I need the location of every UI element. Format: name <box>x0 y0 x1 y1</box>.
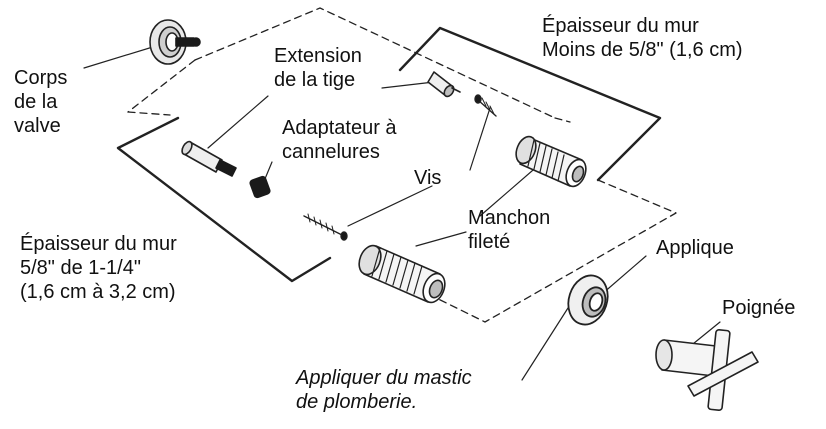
label-wall-thick-line1: Épaisseur du mur <box>20 233 177 255</box>
dashed-wall-outline-upper <box>127 7 556 119</box>
label-screw: Vis <box>414 166 441 190</box>
label-valve-body-line3: valve <box>14 115 61 137</box>
threaded-sleeve-lower-part <box>358 244 446 304</box>
threaded-sleeve-upper-part <box>515 135 587 188</box>
label-stem-extension-line2: de la tige <box>274 69 356 91</box>
screw-upper-part <box>474 94 497 117</box>
stem-extension-part <box>427 71 461 98</box>
label-valve-body-line2: de la <box>14 91 58 113</box>
label-wall-thick-line3: (1,6 cm à 3,2 cm) <box>20 281 176 303</box>
label-spline-adapter-line2: cannelures <box>282 141 380 163</box>
label-threaded-sleeve-line2: fileté <box>468 231 511 253</box>
label-wall-thin: Épaisseur du mur Moins de 5/8" (1,6 cm) <box>542 14 743 62</box>
label-threaded-sleeve-line1: Manchon <box>468 207 551 229</box>
label-wall-thick: Épaisseur du mur 5/8" de 1-1/4" (1,6 cm … <box>20 232 177 304</box>
label-plumber-putty-line2: de plomberie. <box>296 391 418 413</box>
label-escutcheon-text: Applique <box>656 237 734 259</box>
label-wall-thin-line2: Moins de 5/8" (1,6 cm) <box>542 39 743 61</box>
stem-part <box>181 140 237 177</box>
label-threaded-sleeve: Manchon fileté <box>468 206 550 254</box>
label-handle: Poignée <box>722 296 795 320</box>
label-escutcheon: Applique <box>656 236 734 260</box>
wall-plane-thin <box>398 26 662 182</box>
label-screw-text: Vis <box>414 167 442 189</box>
escutcheon-part <box>567 274 609 326</box>
label-plumber-putty: Appliquer du mastic de plomberie. <box>296 366 472 414</box>
screw-lower-part <box>303 213 348 241</box>
label-spline-adapter: Adaptateur à cannelures <box>282 116 397 164</box>
label-stem-extension: Extension de la tige <box>274 44 362 92</box>
wall-plane-thick <box>116 116 332 283</box>
label-valve-body-line1: Corps <box>14 67 68 89</box>
label-spline-adapter-line1: Adaptateur à <box>282 117 397 139</box>
label-wall-thick-line2: 5/8" de 1-1/4" <box>20 257 141 279</box>
label-handle-text: Poignée <box>722 297 796 319</box>
label-plumber-putty-line1: Appliquer du mastic <box>296 367 472 389</box>
label-wall-thin-line1: Épaisseur du mur <box>542 15 699 37</box>
handle-part <box>655 328 759 412</box>
leader-lines <box>83 45 721 381</box>
label-valve-body: Corps de la valve <box>14 66 67 138</box>
label-stem-extension-line1: Extension <box>274 45 362 67</box>
valve-body-part <box>149 19 201 65</box>
spline-adapter-part <box>249 175 271 199</box>
